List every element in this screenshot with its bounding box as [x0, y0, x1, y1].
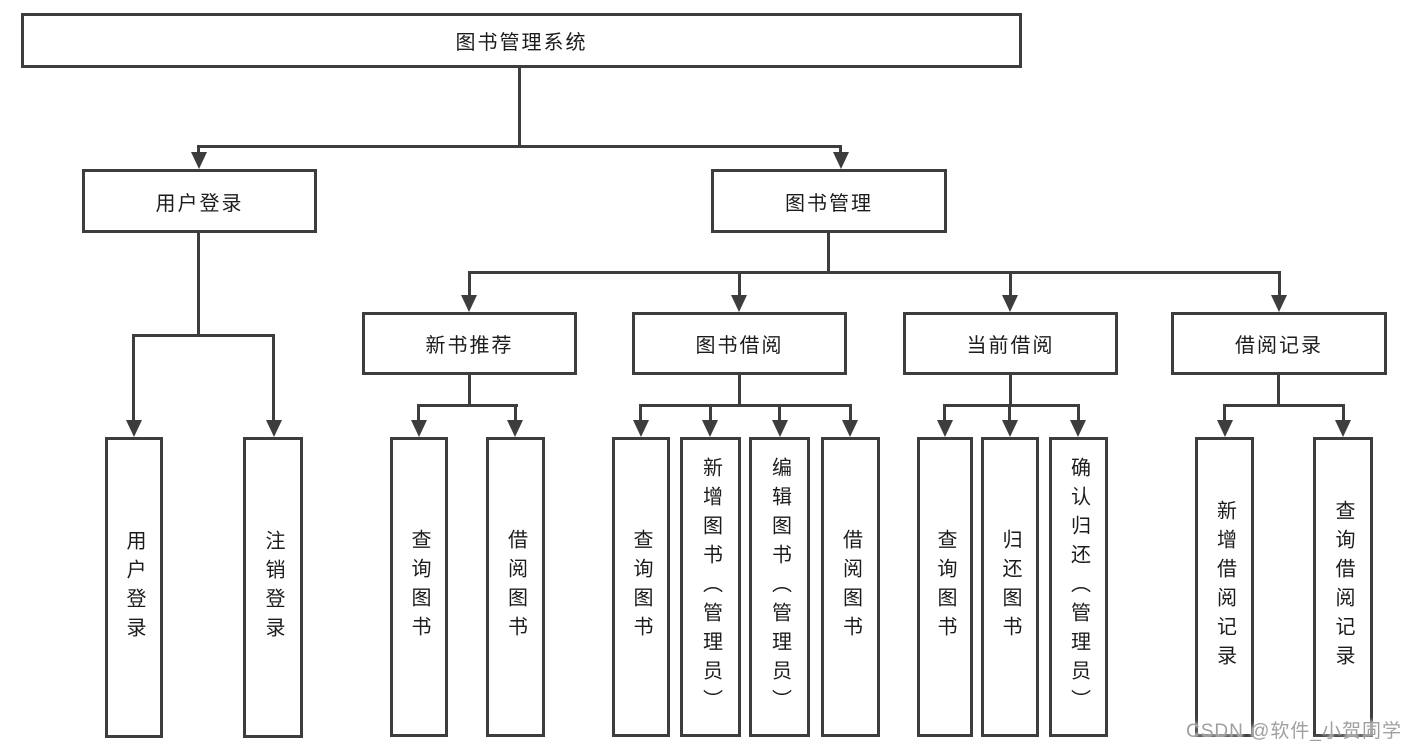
arrowhead-borrowing-leaf1: [633, 420, 649, 437]
connector-current-bar: [943, 404, 1080, 407]
connector-recommend-leaf2-drop: [514, 404, 517, 424]
leaf-recommend-borrow-books: 借阅图书: [486, 437, 545, 737]
connector-root-stem: [518, 68, 521, 148]
connector-book-management-drop: [839, 145, 842, 157]
connector-records-leaf1-drop: [1223, 404, 1226, 424]
connector-borrowing-stem: [738, 375, 741, 407]
leaf-records-add-record: 新增借阅记录: [1195, 437, 1254, 737]
connector-current-leaf2-drop: [1008, 404, 1011, 424]
watermark: CSDN @软件_小贺同学: [1186, 721, 1402, 742]
node-user-login-label: 用户登录: [155, 192, 244, 215]
leaf-logout-label: 注销登录: [262, 529, 284, 646]
connector-recommend-leaf1-drop: [417, 404, 420, 424]
connector-borrowing-leaf1-drop: [639, 404, 642, 424]
connector-borrowing-leaf3-drop: [778, 404, 781, 424]
connector-current-leaf3-drop: [1077, 404, 1080, 424]
node-book-borrowing: 图书借阅: [632, 312, 847, 375]
connector-current-leaf1-drop: [943, 404, 946, 424]
node-book-borrowing-label: 图书借阅: [695, 335, 784, 357]
leaf-recommend-query-books-label: 查询图书: [408, 529, 430, 645]
connector-user-login-stem: [197, 233, 200, 337]
connector-current-drop: [1009, 271, 1012, 297]
connector-user-login-bar: [132, 334, 275, 337]
arrowhead-borrowing-leaf2: [702, 420, 718, 437]
leaf-current-return-books: 归还图书: [981, 437, 1039, 737]
arrowhead-recommend: [461, 295, 477, 312]
arrowhead-book-management: [833, 152, 849, 169]
leaf-recommend-borrow-books-label: 借阅图书: [504, 529, 527, 645]
leaf-current-confirm-return-admin-label: 确认归还（管理员）: [1067, 456, 1090, 718]
arrowhead-current-leaf2: [1002, 420, 1018, 437]
leaf-borrowing-edit-books-admin: 编辑图书（管理员）: [749, 437, 810, 737]
node-library-system-label: 图书管理系统: [455, 32, 588, 54]
connector-leaf-logout-drop: [272, 334, 275, 423]
node-library-system: 图书管理系统: [21, 13, 1022, 68]
connector-user-login-drop: [197, 145, 200, 157]
leaf-current-query-books: 查询图书: [917, 437, 973, 737]
arrowhead-current-leaf3: [1070, 420, 1086, 437]
leaf-borrowing-add-books-admin-label: 新增图书（管理员）: [699, 456, 722, 718]
leaf-records-query-record-label: 查询借阅记录: [1332, 500, 1354, 674]
arrowhead-recommend-leaf2: [507, 420, 523, 437]
arrowhead-records: [1271, 295, 1287, 312]
arrowhead-records-leaf1: [1217, 420, 1233, 437]
arrowhead-leaf-logout: [266, 420, 282, 437]
connector-borrowing-drop: [738, 271, 741, 297]
connector-recommend-stem: [468, 375, 471, 407]
arrowhead-current: [1002, 295, 1018, 312]
connector-records-drop: [1278, 271, 1281, 297]
connector-borrowing-leaf2-drop: [709, 404, 712, 424]
leaf-borrowing-borrow-books-label: 借阅图书: [839, 529, 862, 645]
leaf-borrowing-edit-books-admin-label: 编辑图书（管理员）: [768, 456, 791, 718]
leaf-records-query-record: 查询借阅记录: [1313, 437, 1373, 737]
connector-borrowing-leaf4-drop: [849, 404, 852, 424]
connector-recommend-drop: [468, 271, 471, 297]
node-book-management-label: 图书管理: [785, 192, 873, 215]
leaf-borrowing-query-books-label: 查询图书: [630, 529, 652, 645]
connector-level2-bar: [197, 145, 842, 148]
connector-borrowing-bar: [639, 404, 851, 407]
leaf-borrowing-query-books: 查询图书: [612, 437, 670, 737]
node-current-borrowing: 当前借阅: [903, 312, 1118, 375]
connector-records-leaf2-drop: [1342, 404, 1345, 424]
leaf-current-query-books-label: 查询图书: [934, 529, 956, 645]
connector-recommend-bar: [417, 404, 518, 407]
arrowhead-leaf-user-login: [126, 420, 142, 437]
arrowhead-current-leaf1: [937, 420, 953, 437]
connector-level3-bar: [468, 271, 1281, 274]
arrowhead-borrowing: [731, 295, 747, 312]
leaf-user-login-label: 用户登录: [123, 529, 145, 646]
node-new-book-recommendation: 新书推荐: [362, 312, 577, 375]
leaf-borrowing-add-books-admin: 新增图书（管理员）: [680, 437, 741, 737]
arrowhead-recommend-leaf1: [411, 420, 427, 437]
connector-records-bar: [1223, 404, 1345, 407]
arrowhead-borrowing-leaf3: [772, 420, 788, 437]
arrowhead-user-login: [191, 152, 207, 169]
node-new-book-recommendation-label: 新书推荐: [425, 335, 514, 357]
arrowhead-borrowing-leaf4: [842, 420, 858, 437]
node-borrowing-records-label: 借阅记录: [1235, 335, 1323, 357]
node-book-management: 图书管理: [711, 169, 947, 233]
node-borrowing-records: 借阅记录: [1171, 312, 1387, 375]
leaf-current-return-books-label: 归还图书: [999, 529, 1021, 645]
leaf-recommend-query-books: 查询图书: [390, 437, 448, 737]
leaf-borrowing-borrow-books: 借阅图书: [821, 437, 880, 737]
connector-book-management-stem: [827, 233, 830, 274]
leaf-current-confirm-return-admin: 确认归还（管理员）: [1049, 437, 1108, 737]
connector-leaf-user-login-drop: [132, 334, 135, 423]
connector-current-stem: [1009, 375, 1012, 407]
node-user-login: 用户登录: [82, 169, 317, 233]
arrowhead-records-leaf2: [1335, 420, 1351, 437]
leaf-logout: 注销登录: [243, 437, 303, 738]
node-current-borrowing-label: 当前借阅: [966, 335, 1055, 357]
connector-records-stem: [1277, 375, 1280, 407]
leaf-records-add-record-label: 新增借阅记录: [1213, 500, 1236, 674]
leaf-user-login: 用户登录: [105, 437, 163, 738]
